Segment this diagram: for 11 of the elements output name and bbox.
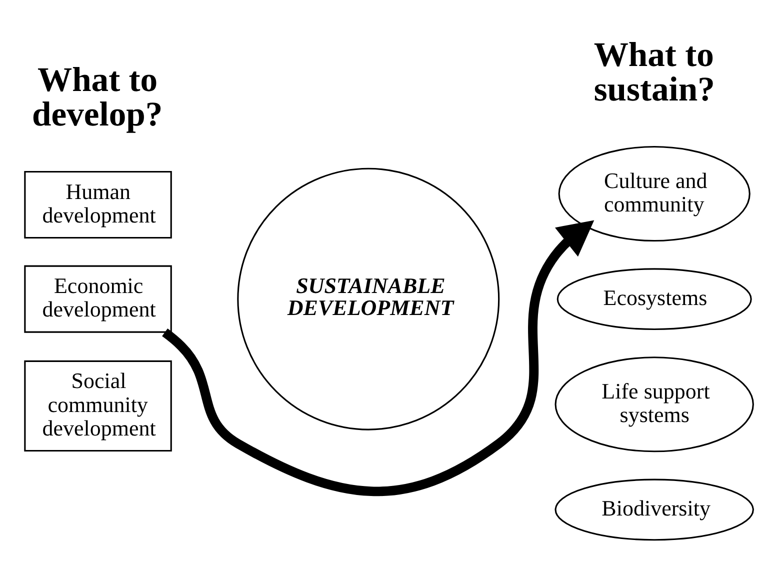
label: What to develop?	[32, 60, 163, 134]
node-ellipse: Ecosystems	[556, 268, 752, 330]
node-ellipse: Life support systems	[554, 356, 754, 452]
label: What to sustain?	[594, 35, 715, 108]
node-ellipse: Biodiversity	[554, 478, 754, 540]
node-circle: SUSTAINABLE DEVELOPMENT	[237, 167, 500, 430]
node-ellipse: Culture and community	[558, 145, 750, 242]
node-box: Human development	[24, 170, 172, 238]
node-box: Social community development	[24, 360, 172, 452]
arrow	[162, 220, 594, 496]
node-box: Economic development	[24, 264, 172, 332]
